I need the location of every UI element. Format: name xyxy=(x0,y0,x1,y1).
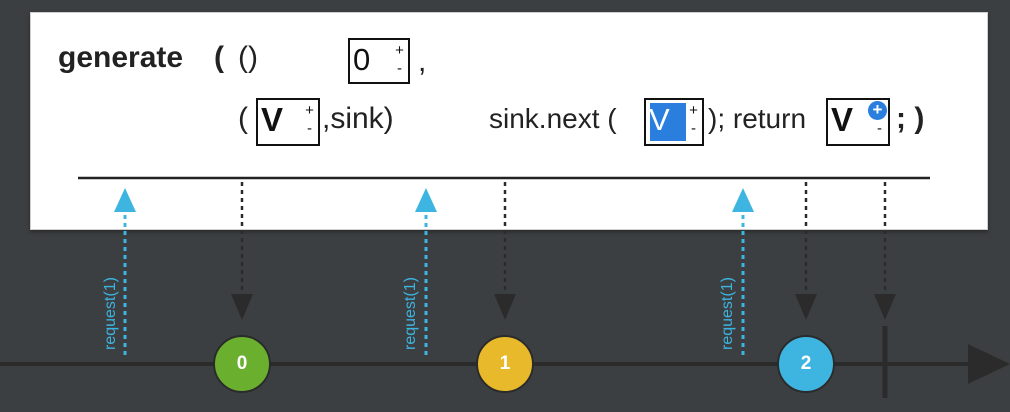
initial-state-value: 0 xyxy=(353,42,371,77)
timeline-arrowhead xyxy=(968,344,1010,384)
end-text: ; ) xyxy=(896,102,925,135)
empty-args: () xyxy=(238,41,258,74)
emitted-state-box: V + - xyxy=(644,98,704,146)
state-var: V xyxy=(261,101,284,138)
request-label: request(1) xyxy=(102,277,119,350)
emission-arrow xyxy=(231,182,253,320)
comma: , xyxy=(418,45,427,78)
increment-badge: + xyxy=(868,101,887,120)
request-arrow xyxy=(732,188,754,355)
request-arrow xyxy=(114,188,136,355)
return-text: ); return xyxy=(708,103,807,134)
minus-sign: - xyxy=(397,60,402,77)
emission-arrow xyxy=(494,182,516,320)
plus-sign: + xyxy=(689,102,698,119)
request-label: request(1) xyxy=(402,277,419,350)
sink-next: sink.next ( xyxy=(489,103,617,134)
state-box: V + - xyxy=(256,98,320,146)
initial-state-box: 0 + - xyxy=(348,38,410,84)
plus-sign: + xyxy=(395,42,404,59)
request-label: request(1) xyxy=(719,277,736,350)
minus-sign: - xyxy=(691,120,696,137)
operator-name: generate xyxy=(58,41,184,74)
minus-sign: - xyxy=(877,120,882,137)
emitted-state-var: V xyxy=(649,102,670,137)
completion-arrow xyxy=(874,182,896,320)
plus-sign: + xyxy=(305,102,314,119)
open-paren: ( xyxy=(214,41,224,74)
returned-state-box: V + - xyxy=(826,98,890,146)
returned-state-var: V xyxy=(831,101,854,138)
minus-sign: - xyxy=(307,120,312,137)
emission-arrow xyxy=(795,182,817,320)
open-paren-2: ( xyxy=(238,102,248,135)
marble-2: 2 xyxy=(777,335,835,393)
marble-1: 1 xyxy=(476,335,534,393)
request-arrow xyxy=(415,188,437,355)
sink-arg: ,sink) xyxy=(322,102,394,135)
marble-0: 0 xyxy=(213,335,271,393)
